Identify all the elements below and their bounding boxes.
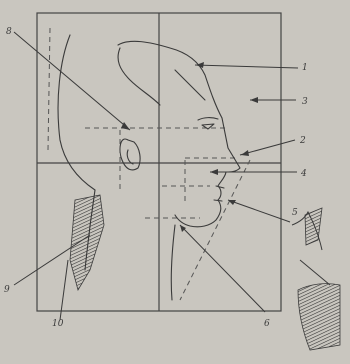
label-5: 5 [292,208,298,218]
label-3: 3 [302,97,308,107]
label-6: 6 [264,319,270,329]
label-1: 1 [302,63,308,73]
label-2: 2 [299,136,306,146]
label-4: 4 [300,169,307,179]
label-10: 10 [52,319,64,329]
label-9: 9 [4,285,10,295]
label-8: 8 [6,27,12,37]
